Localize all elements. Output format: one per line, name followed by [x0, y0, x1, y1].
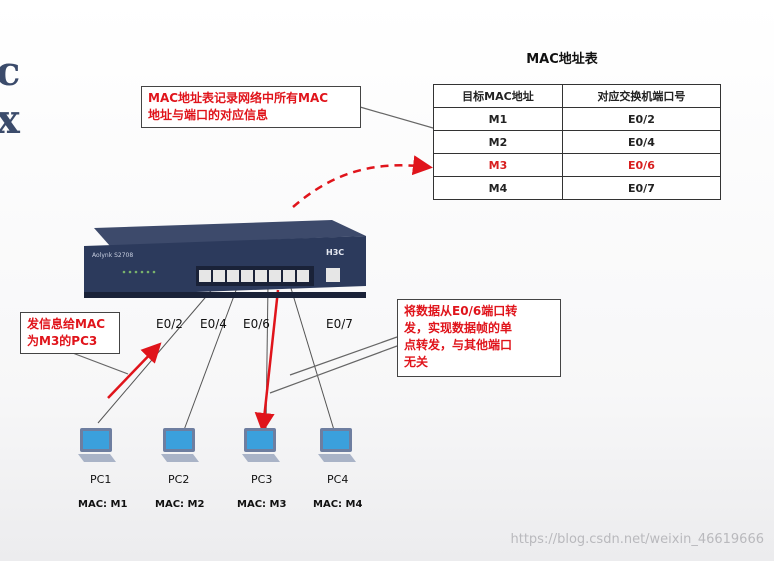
mac-address-table: 目标MAC地址 对应交换机端口号 M1 E0/2 M2 E0/4 M3 E0/6…	[433, 84, 722, 200]
port-label-e07: E0/7	[326, 317, 353, 331]
callout-line: 发，实现数据帧的单	[404, 321, 513, 335]
send-arrow	[107, 342, 162, 399]
cable-pc4	[289, 284, 335, 431]
pc-icon-3	[242, 428, 280, 462]
callout-line: 地址与端口的对应信息	[148, 108, 269, 122]
mac-table-header-port: 对应交换机端口号	[561, 84, 722, 108]
mac-table-title: MAC地址表	[526, 52, 598, 67]
switch-brand-label: H3C	[326, 248, 345, 257]
mac-cell: M2	[433, 130, 563, 154]
pc-mac-2: MAC: M2	[155, 499, 205, 510]
watermark: https://blog.csdn.net/weixin_46619666	[510, 532, 764, 547]
pc-mac-1: MAC: M1	[78, 499, 128, 510]
table-row-highlighted: M3 E0/6	[433, 153, 722, 177]
cable-pc1	[97, 284, 217, 424]
table-row: M2 E0/4	[433, 130, 722, 154]
forward-callout: 将数据从E0/6端口转 发，实现数据帧的单 点转发，与其他端口 无关	[397, 299, 561, 377]
callout-line: 无关	[404, 355, 429, 369]
port-cell: E0/7	[561, 176, 722, 200]
table-row: M1 E0/2	[433, 107, 722, 131]
callout-pointer-table	[359, 106, 434, 129]
forward-arrow	[254, 289, 280, 433]
callout-pointer-forward-1	[289, 336, 398, 376]
table-row: M4 E0/7	[433, 176, 722, 200]
mac-table-header-mac: 目标MAC地址	[433, 84, 563, 108]
mac-cell: M3	[433, 153, 563, 177]
callout-pointer-forward-2	[269, 345, 398, 394]
slide-edge-glyph-2: x	[0, 96, 20, 143]
switch-model-label: Aolynk S2708	[92, 252, 134, 259]
pc-icon-1	[78, 428, 116, 462]
port-cell: E0/2	[561, 107, 722, 131]
callout-line: 将数据从E0/6端口转	[404, 304, 518, 318]
port-label-e06: E0/6	[243, 317, 270, 331]
network-switch	[84, 220, 366, 298]
pc-icon-4	[318, 428, 356, 462]
callout-line: MAC地址表记录网络中所有MAC	[148, 91, 329, 105]
pc-mac-4: MAC: M4	[313, 499, 363, 510]
port-cell: E0/6	[561, 153, 722, 177]
mac-cell: M1	[433, 107, 563, 131]
pc-name-4: PC4	[327, 473, 349, 486]
pc-name-2: PC2	[168, 473, 190, 486]
callout-line: 发信息给MAC	[27, 317, 106, 331]
mac-table-callout: MAC地址表记录网络中所有MAC 地址与端口的对应信息	[141, 86, 361, 128]
port-cell: E0/4	[561, 130, 722, 154]
slide-edge-glyph-1: c	[0, 48, 21, 95]
mac-table-header-row: 目标MAC地址 对应交换机端口号	[433, 84, 722, 108]
pc-icon-2	[161, 428, 199, 462]
callout-line: 为M3的PC3	[27, 334, 98, 348]
switch-to-table-dashed-arrow	[292, 155, 433, 208]
pc-name-1: PC1	[90, 473, 112, 486]
mac-cell: M4	[433, 176, 563, 200]
cable-pc2	[183, 284, 239, 431]
port-label-e02: E0/2	[156, 317, 183, 331]
callout-line: 点转发，与其他端口	[404, 338, 513, 352]
pc-mac-3: MAC: M3	[237, 499, 287, 510]
pc-name-3: PC3	[251, 473, 273, 486]
callout-pointer-send	[69, 351, 129, 375]
port-label-e04: E0/4	[200, 317, 227, 331]
send-callout: 发信息给MAC 为M3的PC3	[20, 312, 120, 354]
